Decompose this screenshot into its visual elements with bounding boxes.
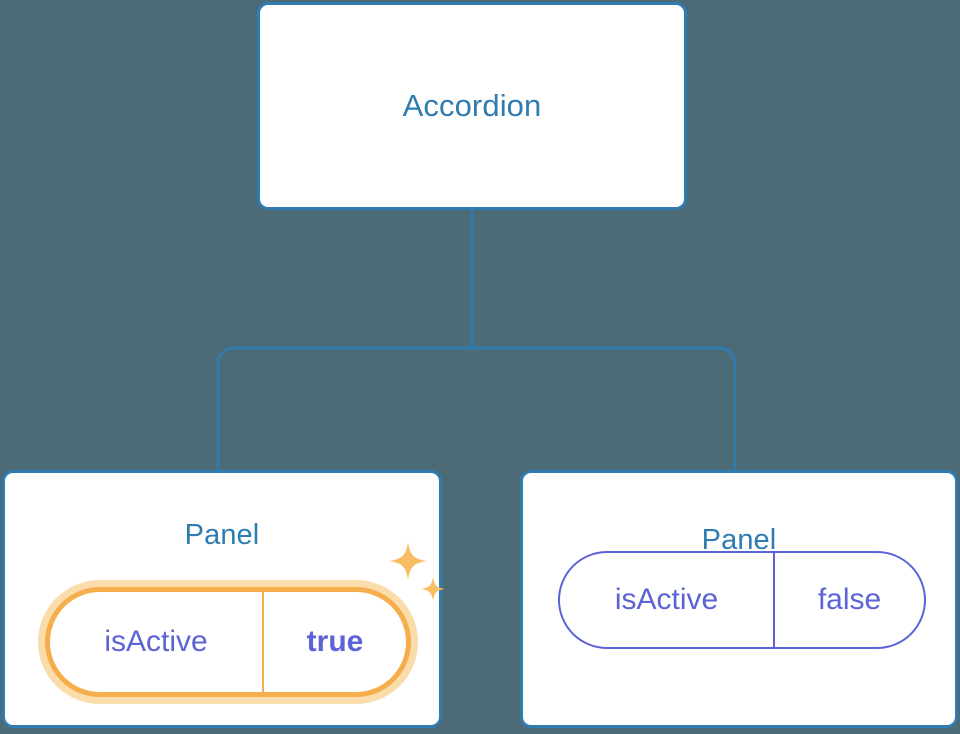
node-panel-inactive[interactable]: Panel isActive false <box>520 470 958 728</box>
prop-pill-isactive-false[interactable]: isActive false <box>558 551 926 649</box>
node-accordion-title: Accordion <box>402 88 542 123</box>
node-panel-active-title: Panel <box>184 519 260 551</box>
prop-key: isActive <box>614 583 719 616</box>
prop-key: isActive <box>104 625 208 658</box>
node-panel-active[interactable]: Panel isActive true <box>2 470 445 728</box>
sparkle-small-icon <box>421 577 445 601</box>
connector-branch-right <box>472 346 737 470</box>
node-accordion[interactable]: Accordion <box>257 2 687 210</box>
prop-pill-isactive-true[interactable]: isActive true <box>45 587 411 697</box>
connector-branch-left <box>216 346 472 470</box>
prop-value: true <box>262 592 406 692</box>
prop-value: false <box>773 553 924 647</box>
